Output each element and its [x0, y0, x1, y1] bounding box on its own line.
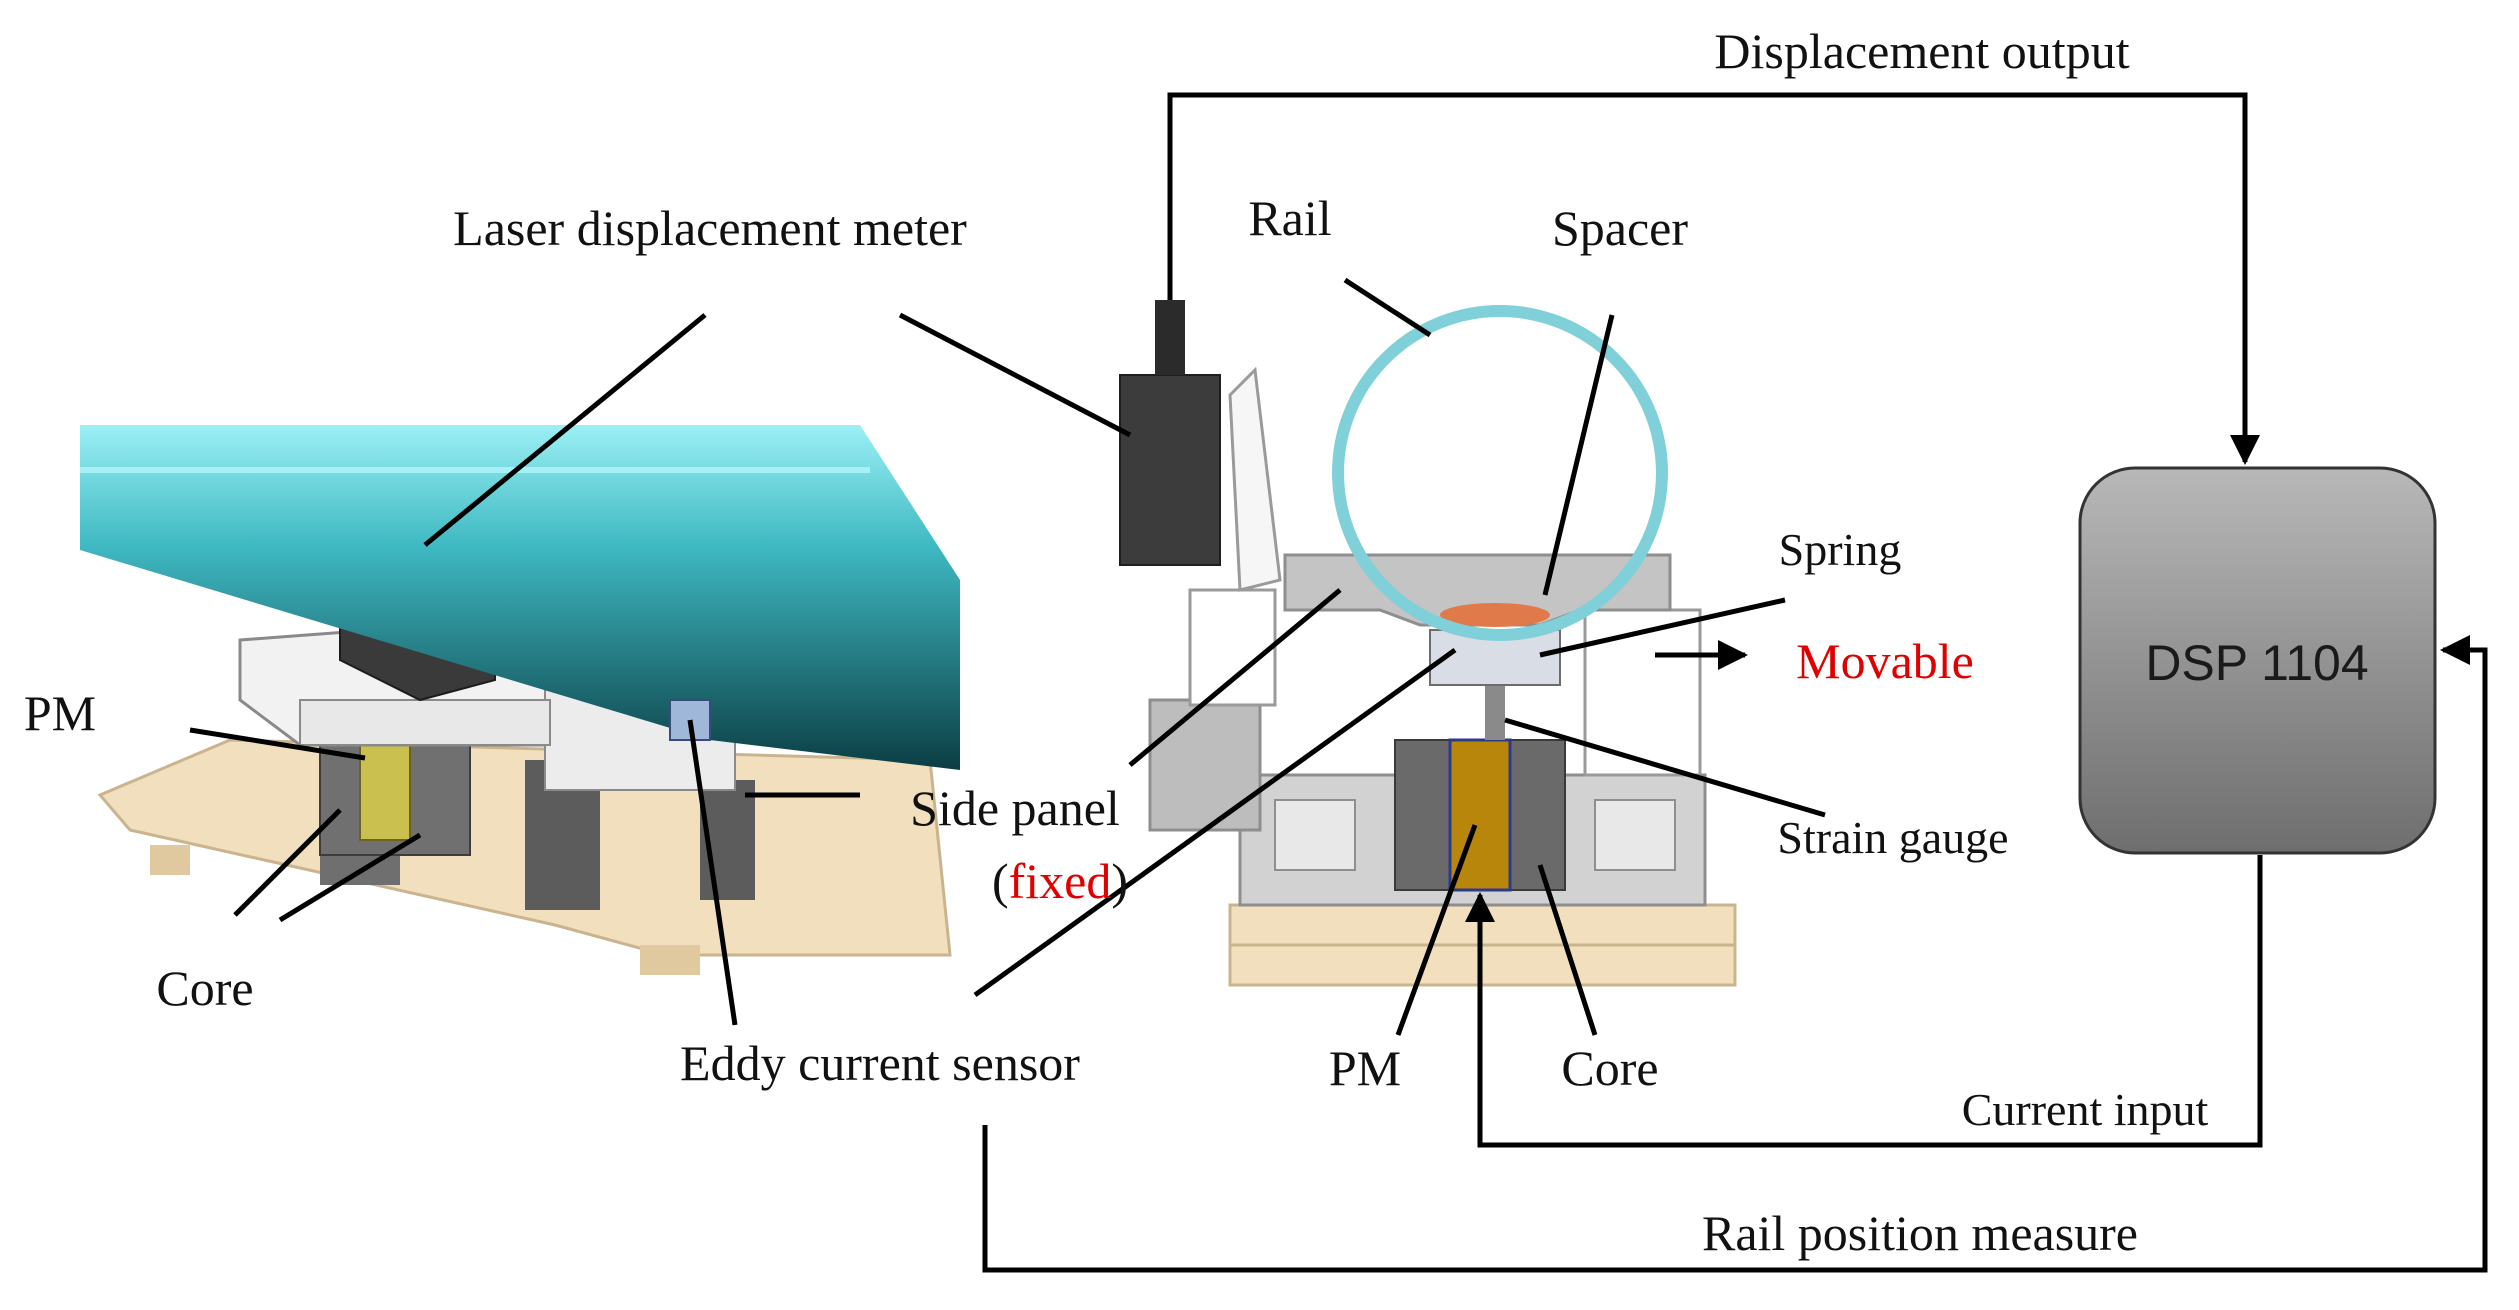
leader-pm-center	[1395, 824, 1478, 1036]
label-side-panel: Side panel	[910, 780, 1120, 836]
label-pm-center: PM	[1329, 1040, 1401, 1096]
center-meter-arm	[1228, 366, 1282, 592]
label-strain-gauge: Strain gauge	[1777, 812, 2008, 863]
label-fixed: (fixed)	[992, 853, 1128, 909]
center-side-panel-white	[1188, 588, 1277, 707]
center-core-right	[1509, 739, 1566, 891]
signal-paths	[982, 92, 2488, 1273]
center-laser-meter-head	[1155, 300, 1185, 375]
label-pm-left: PM	[24, 685, 96, 741]
label-fixed-word: fixed	[1009, 853, 1112, 909]
center-strain-shaft	[1485, 680, 1505, 740]
center-laser-meter	[1119, 374, 1221, 566]
center-pm-block	[1448, 738, 1512, 892]
center-lower-frame-slot-left	[1274, 799, 1356, 871]
leader-pm-left	[189, 727, 366, 761]
label-current-input: Current input	[1962, 1084, 2209, 1135]
center-rail-ring	[1332, 305, 1668, 641]
label-spacer: Spacer	[1552, 200, 1688, 256]
leader-core-left-2	[278, 832, 422, 923]
left-rail-tube	[80, 425, 960, 770]
leader-spring	[1539, 597, 1786, 658]
leader-rail	[1343, 277, 1432, 338]
dsp-box	[2078, 466, 2437, 855]
leader-laser-left	[423, 313, 707, 547]
leader-side-panel-center	[1128, 588, 1342, 767]
leader-core-center	[1537, 864, 1598, 1036]
label-core-center: Core	[1561, 1040, 1658, 1096]
label-rail: Rail	[1248, 190, 1331, 246]
center-cross-section	[1119, 300, 1737, 987]
path-rail-position	[982, 635, 2488, 1273]
label-laser-meter: Laser displacement meter	[453, 200, 967, 256]
label-fixed-close: )	[1111, 853, 1128, 909]
leader-laser-right	[898, 312, 1132, 438]
label-core-left: Core	[156, 960, 253, 1016]
label-fixed-open: (	[992, 853, 1009, 909]
leader-eddy-center	[973, 647, 1457, 998]
left-frame-bar	[299, 699, 551, 746]
left-wood-foot-2	[640, 945, 700, 975]
left-3d-assembly	[80, 425, 960, 975]
leader-strain	[1504, 717, 1826, 818]
center-spacer-disc	[1440, 603, 1550, 627]
label-displacement-output: Displacement output	[1714, 23, 2129, 79]
label-rail-position: Rail position measure	[1702, 1205, 2138, 1261]
label-spring: Spring	[1779, 524, 1902, 575]
leader-eddy-left	[687, 719, 738, 1026]
leader-lines	[189, 277, 1826, 1036]
path-displacement-output	[1167, 92, 2260, 465]
path-current-input	[1465, 855, 2263, 1148]
label-movable: Movable	[1796, 633, 1974, 689]
center-core-left	[1394, 739, 1451, 891]
dsp-label: DSP 1104	[2145, 635, 2368, 691]
label-eddy-sensor: Eddy current sensor	[680, 1035, 1080, 1091]
left-wood-foot-1	[150, 845, 190, 875]
leader-core-left-1	[233, 808, 342, 917]
leader-spacer	[1542, 314, 1615, 596]
center-lower-frame-slot-right	[1594, 799, 1676, 871]
left-pm-block	[359, 744, 411, 841]
center-side-panel	[1148, 698, 1262, 832]
